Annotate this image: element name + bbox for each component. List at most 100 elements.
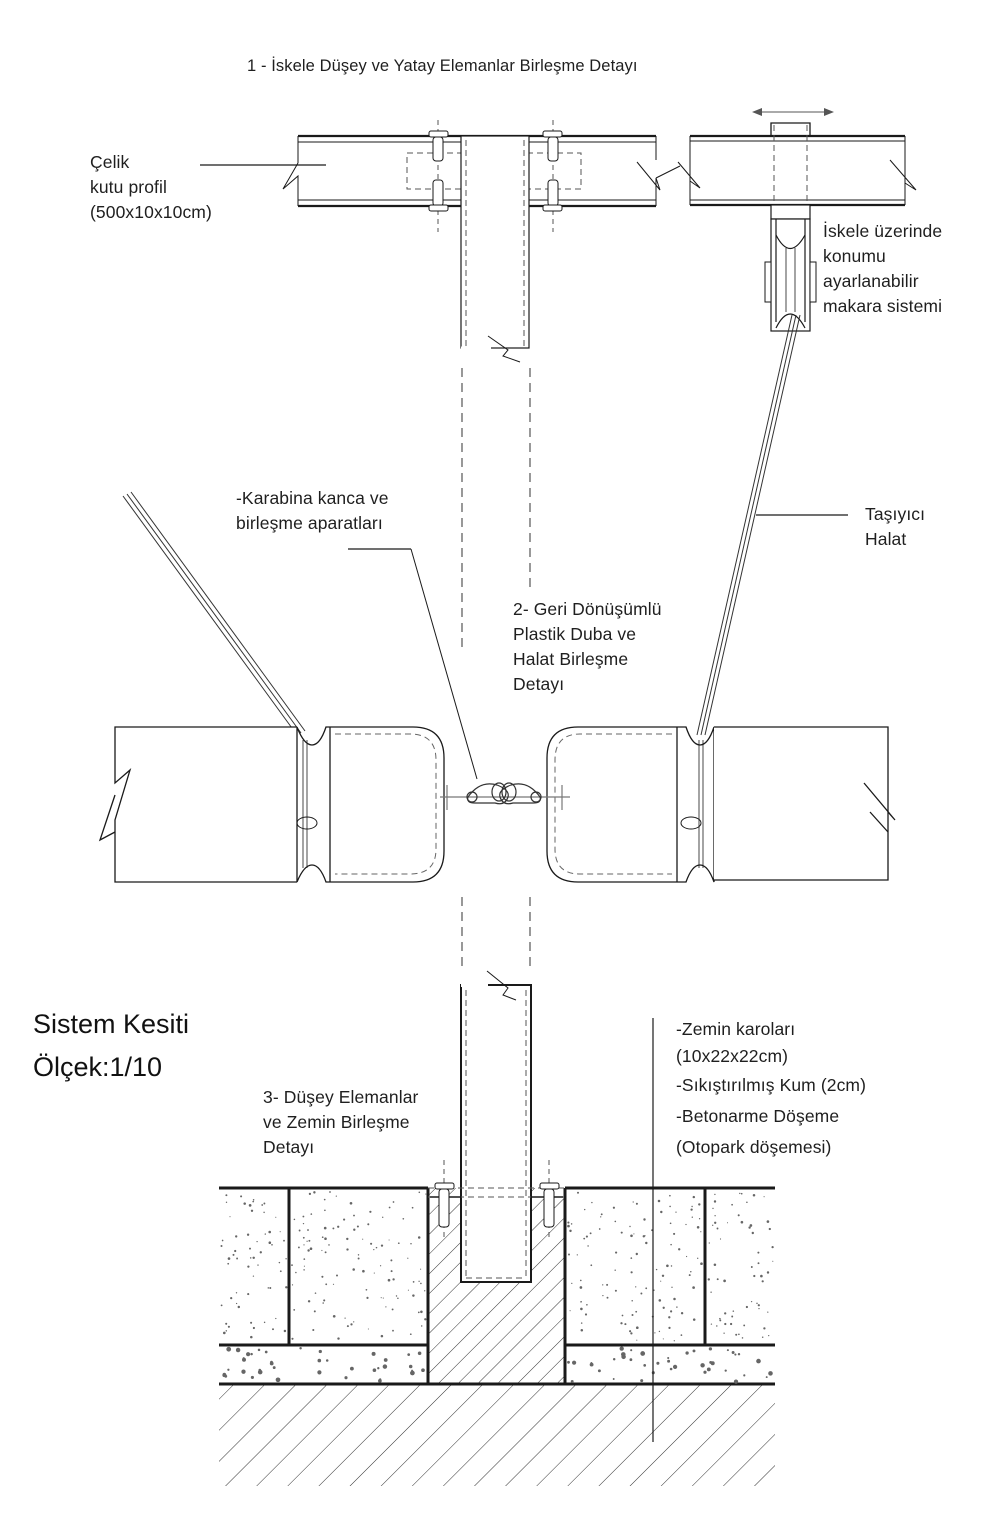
texture-dot [667, 1359, 671, 1363]
texture-dot [418, 1280, 420, 1282]
texture-dot [263, 1211, 265, 1214]
pulley-system [764, 204, 817, 332]
label-line: Taşıyıcı [865, 504, 926, 524]
texture-dot [323, 1198, 326, 1201]
texture-dot [353, 1321, 355, 1323]
texture-dot [264, 1233, 266, 1235]
texture-dot [716, 1325, 718, 1327]
texture-dot [246, 1233, 250, 1236]
texture-dot [579, 1286, 583, 1289]
texture-dot [323, 1299, 326, 1302]
texture-dot [630, 1234, 633, 1238]
texture-dot [635, 1310, 638, 1313]
texture-dot [283, 1239, 285, 1242]
texture-dot [614, 1269, 616, 1271]
label-line: (500x10x10cm) [90, 202, 212, 222]
texture-dot [261, 1204, 264, 1206]
texture-dot [306, 1240, 308, 1242]
texture-dot [352, 1268, 355, 1271]
texture-dot [250, 1352, 253, 1356]
texture-dot [369, 1210, 372, 1213]
texture-dot [246, 1352, 251, 1357]
texture-dot [630, 1257, 633, 1259]
texture-dot [572, 1360, 577, 1365]
texture-dot [691, 1205, 693, 1208]
texture-dot [760, 1274, 763, 1278]
texture-dot [612, 1358, 616, 1361]
texture-dot [268, 1241, 272, 1244]
label-pulley: İskele üzerinde konumu ayarlanabilir mak… [823, 219, 942, 319]
texture-dot [743, 1324, 746, 1327]
texture-dot [768, 1227, 771, 1231]
texture-dot [612, 1206, 616, 1209]
texture-dot [380, 1334, 384, 1338]
texture-dot [738, 1333, 740, 1336]
texture-dot [278, 1261, 281, 1264]
texture-dot [390, 1259, 393, 1262]
texture-dot [688, 1274, 691, 1277]
label-line: ve Zemin Birleşme [263, 1112, 410, 1132]
texture-dot [675, 1211, 677, 1213]
texture-dot [667, 1356, 670, 1360]
texture-dot [337, 1225, 340, 1228]
texture-dot [724, 1369, 727, 1372]
texture-dot [567, 1360, 570, 1364]
texture-dot [768, 1334, 770, 1337]
texture-dot [724, 1312, 727, 1315]
texture-dot [295, 1271, 297, 1274]
texture-dot [252, 1256, 255, 1260]
texture-dot [624, 1323, 627, 1326]
texture-dot [379, 1378, 382, 1381]
texture-dot [407, 1289, 409, 1291]
texture-dot [321, 1275, 324, 1278]
label-line: -Zemin karoları [676, 1019, 796, 1039]
texture-dot [250, 1209, 254, 1212]
label-line: birleşme aparatları [236, 513, 383, 533]
texture-dot [308, 1192, 312, 1196]
texture-dot [640, 1292, 643, 1295]
texture-dot [580, 1322, 583, 1324]
texture-dot [723, 1332, 725, 1334]
texture-dot [579, 1279, 582, 1282]
texture-dot [298, 1229, 301, 1232]
texture-dot [224, 1374, 228, 1378]
texture-dot [678, 1248, 681, 1251]
texture-dot [716, 1227, 719, 1230]
texture-dot [257, 1348, 261, 1352]
texture-dot [235, 1302, 238, 1305]
texture-dot [676, 1306, 678, 1308]
texture-dot [640, 1351, 646, 1356]
ground-hatch [219, 1188, 775, 1486]
texture-dot [337, 1337, 340, 1340]
label-steel-profile: Çelik kutu profil (500x10x10cm) [90, 150, 212, 225]
texture-dot [708, 1242, 710, 1244]
floor-tiles [219, 1186, 775, 1386]
texture-dot [395, 1295, 398, 1297]
texture-dot [743, 1374, 746, 1377]
detail1-column [460, 135, 530, 363]
texture-dot [585, 1235, 588, 1238]
texture-dot [243, 1202, 246, 1205]
texture-dot [698, 1203, 701, 1206]
left-rope [122, 491, 306, 736]
texture-dot [576, 1191, 580, 1194]
texture-dot [247, 1293, 250, 1296]
texture-dot [318, 1349, 322, 1354]
texture-dot [252, 1275, 255, 1277]
texture-dot [567, 1224, 570, 1228]
texture-dot [388, 1239, 390, 1241]
texture-dot [735, 1333, 738, 1336]
texture-dot [267, 1287, 270, 1289]
carabiner [440, 782, 570, 810]
texture-dot [719, 1238, 722, 1240]
texture-dot [308, 1239, 311, 1242]
texture-dot [372, 1368, 377, 1372]
texture-dot [645, 1287, 648, 1290]
texture-dot [324, 1209, 326, 1212]
texture-dot [761, 1280, 764, 1283]
texture-dot [317, 1370, 322, 1375]
texture-dot [758, 1307, 760, 1310]
texture-dot [397, 1297, 399, 1299]
texture-dot [235, 1347, 241, 1353]
texture-dot [583, 1237, 586, 1240]
